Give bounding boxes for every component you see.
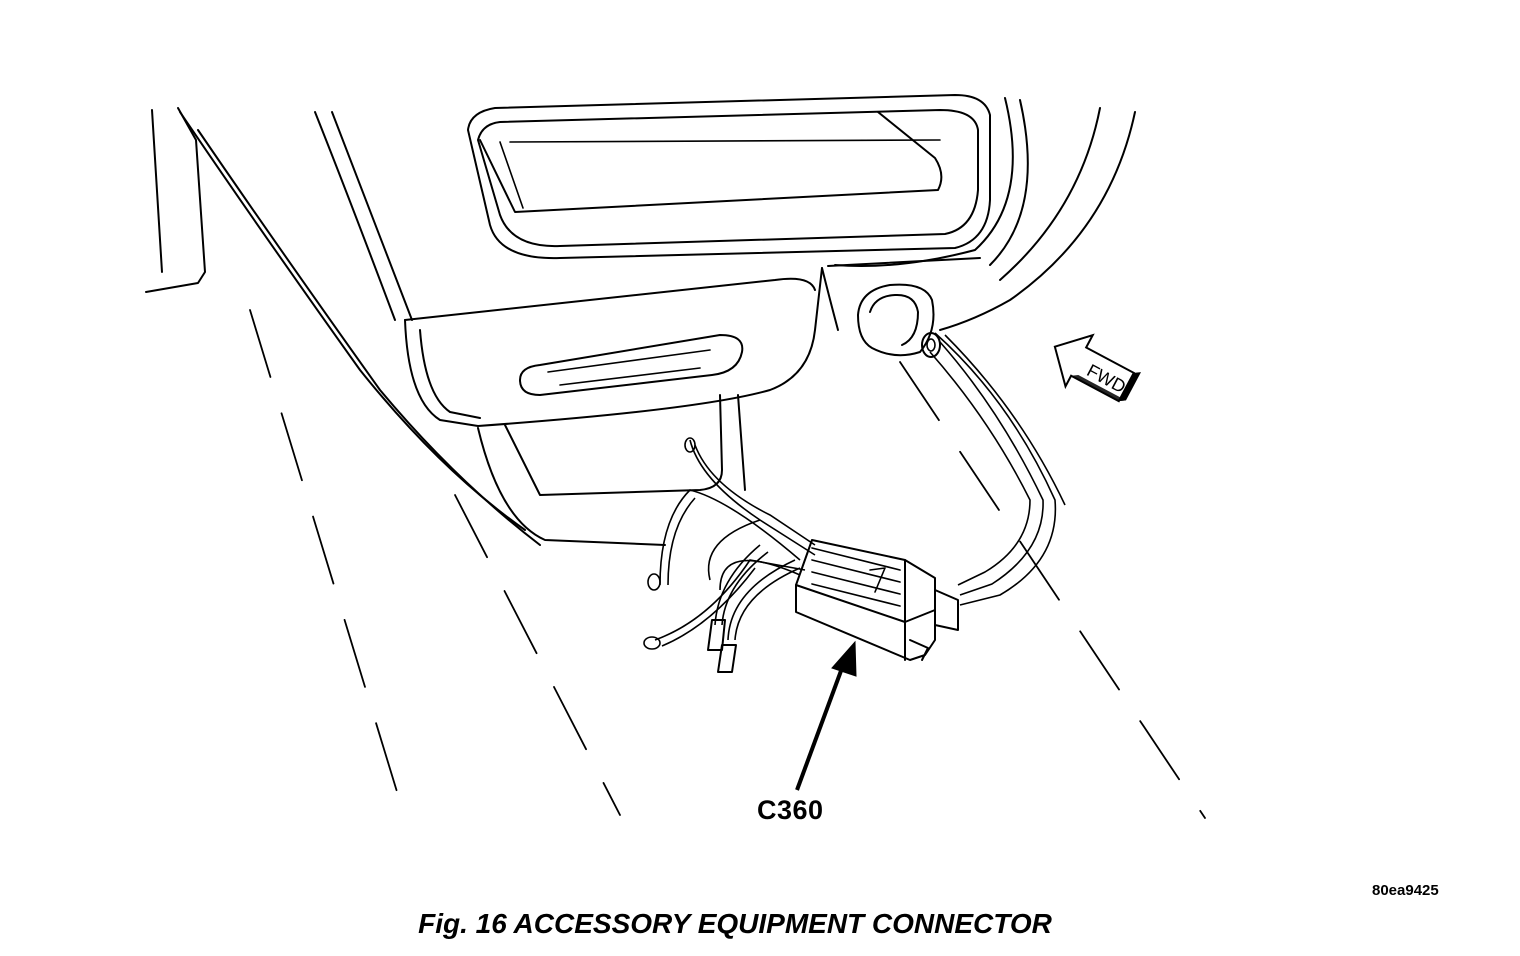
figure-reference-code: 80ea9425 bbox=[1372, 882, 1439, 899]
fwd-arrow-icon: FWD bbox=[1053, 333, 1142, 403]
left-body-panel bbox=[145, 107, 541, 546]
floor-lines bbox=[249, 309, 1206, 819]
harness-right bbox=[929, 332, 1066, 606]
c360-connector bbox=[795, 539, 959, 661]
console-housing bbox=[404, 94, 1136, 546]
callout-label: C360 bbox=[757, 795, 824, 825]
loose-wires bbox=[643, 437, 816, 673]
figure-caption: Fig. 16 ACCESSORY EQUIPMENT CONNECTOR bbox=[418, 908, 1052, 939]
callout-arrow bbox=[795, 640, 857, 791]
